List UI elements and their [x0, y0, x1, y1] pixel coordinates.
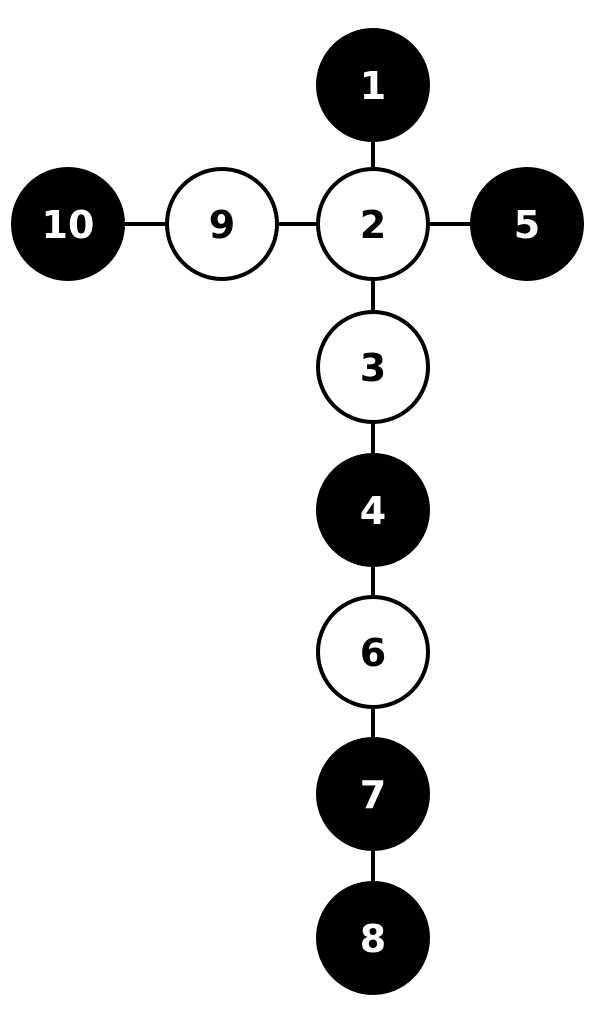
graph-node-circle-3[interactable]	[316, 310, 430, 424]
graph-node-9[interactable]: 9	[165, 167, 279, 281]
edges-layer	[68, 85, 527, 938]
graph-node-3[interactable]: 3	[316, 310, 430, 424]
graph-node-10[interactable]: 10	[11, 167, 125, 281]
graph-node-circle-6[interactable]	[316, 595, 430, 709]
graph-node-circle-5[interactable]	[470, 167, 584, 281]
graph-node-circle-9[interactable]	[165, 167, 279, 281]
graph-node-4[interactable]: 4	[316, 453, 430, 567]
graph-node-circle-4[interactable]	[316, 453, 430, 567]
graph-node-circle-2[interactable]	[316, 167, 430, 281]
graph-node-2[interactable]: 2	[316, 167, 430, 281]
graph-node-circle-7[interactable]	[316, 737, 430, 851]
graph-node-circle-10[interactable]	[11, 167, 125, 281]
graph-node-1[interactable]: 1	[316, 28, 430, 142]
graph-node-7[interactable]: 7	[316, 737, 430, 851]
graph-node-circle-8[interactable]	[316, 881, 430, 995]
graph-node-circle-1[interactable]	[316, 28, 430, 142]
graph-node-8[interactable]: 8	[316, 881, 430, 995]
graph-node-5[interactable]: 5	[470, 167, 584, 281]
graph-node-6[interactable]: 6	[316, 595, 430, 709]
nodes-layer: 1 2 3 4 5 6 7 8 9 10	[11, 28, 584, 995]
